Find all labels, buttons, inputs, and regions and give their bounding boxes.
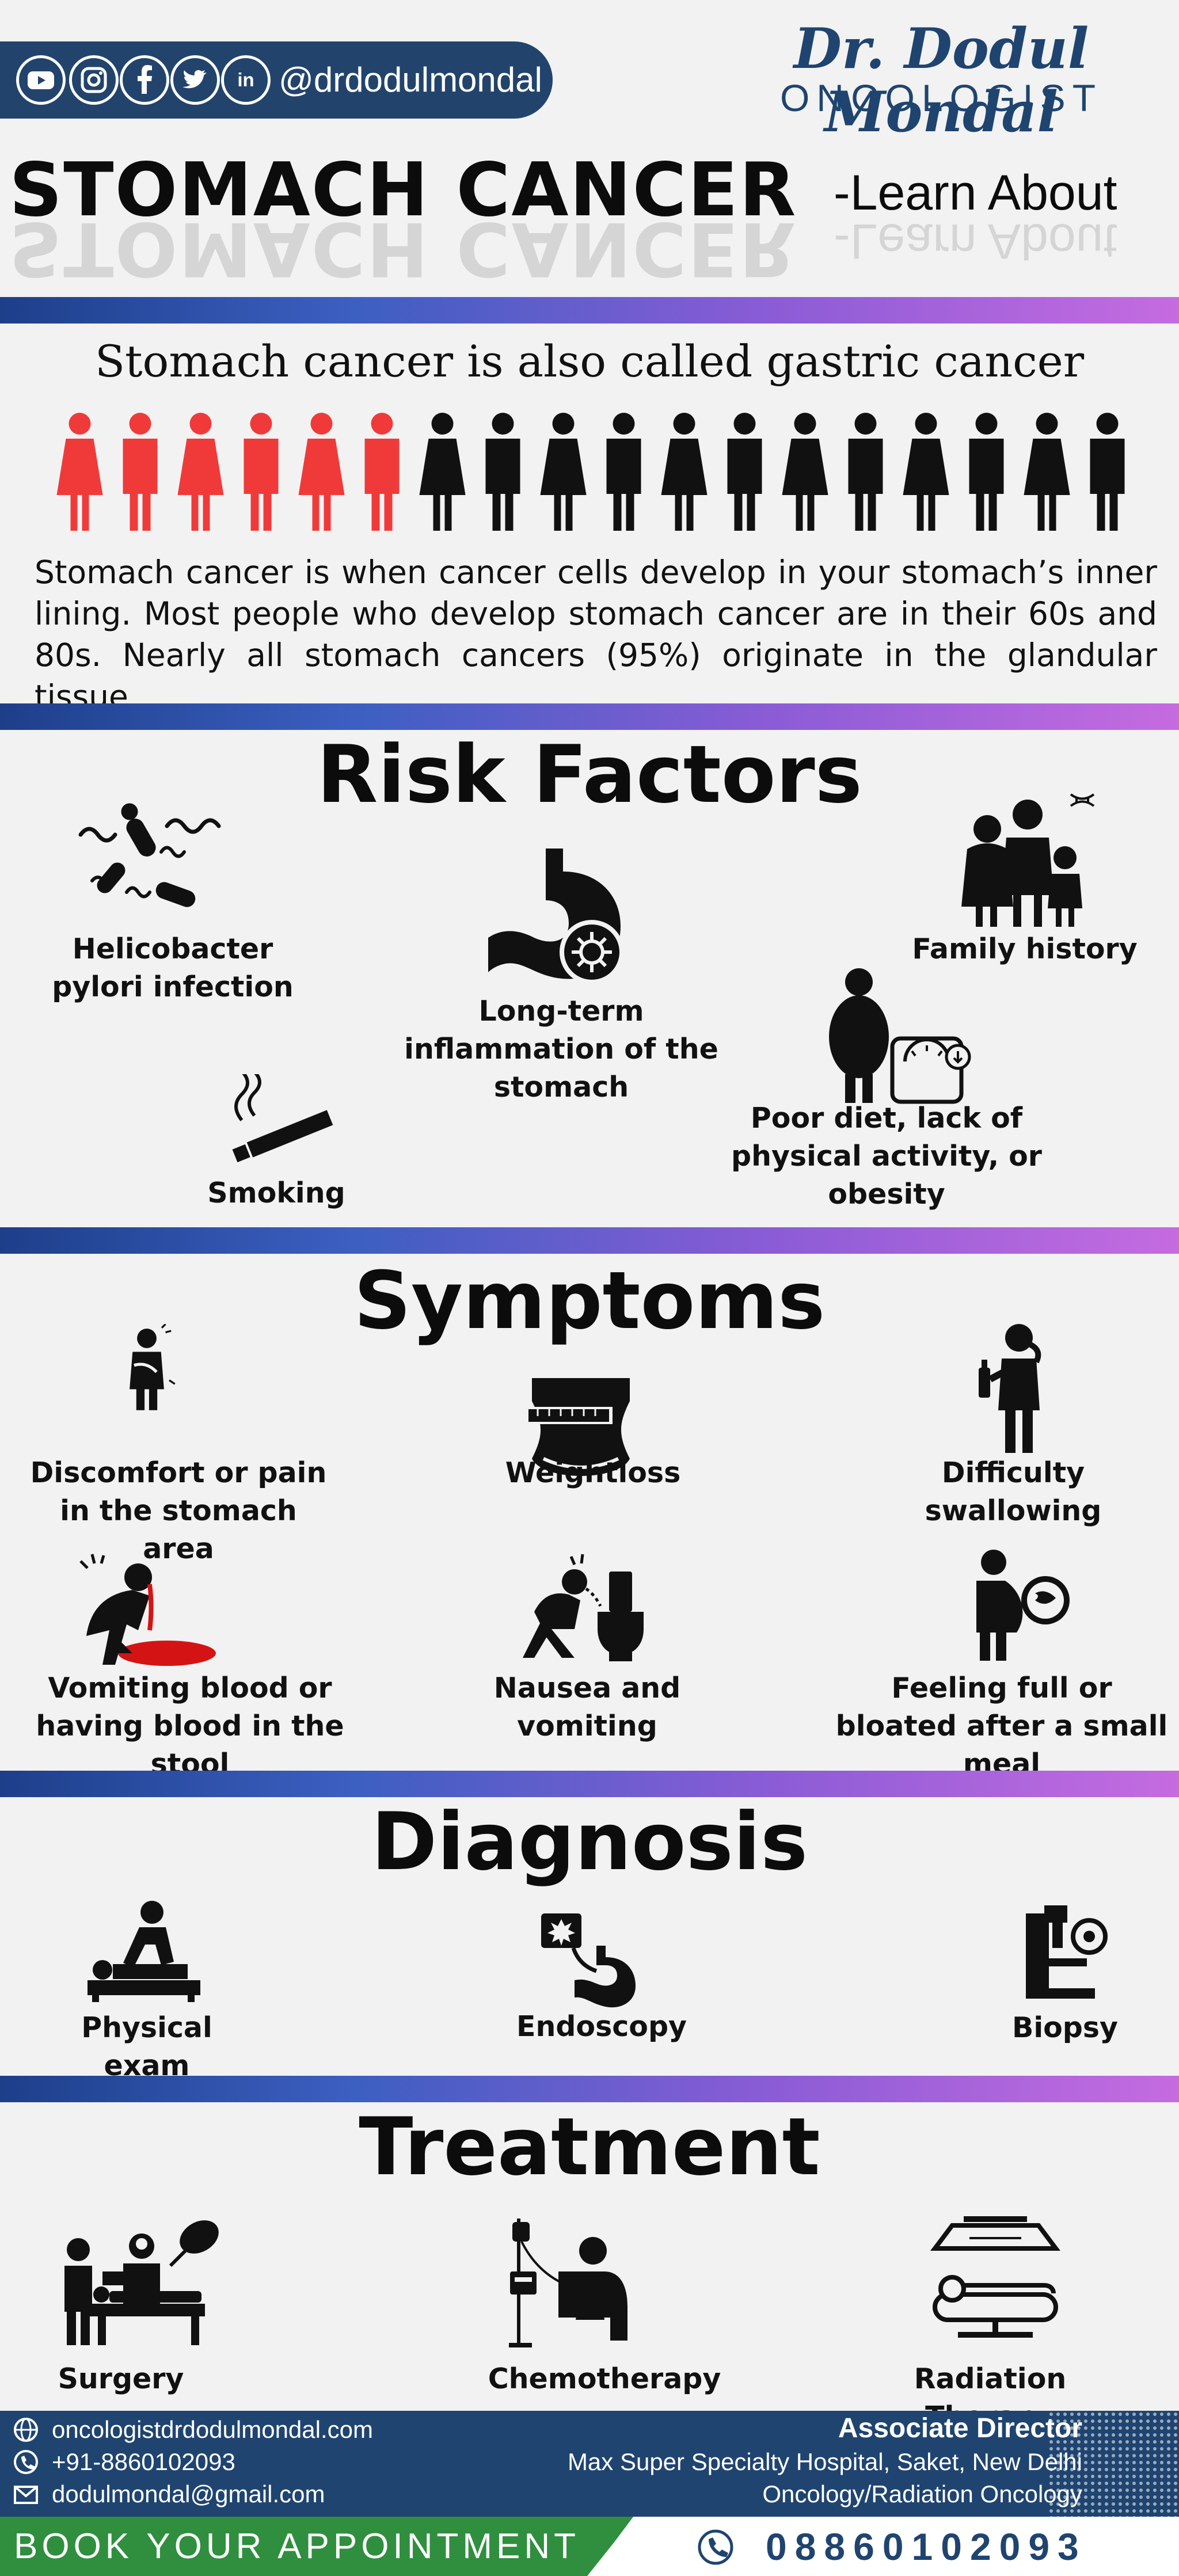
facebook-icon[interactable] — [120, 55, 169, 105]
person-male-icon — [244, 413, 279, 531]
page-subtitle: -Learn About — [834, 165, 1117, 220]
section-title-risk: Risk Factors — [317, 728, 862, 821]
person-male-icon — [969, 413, 1004, 531]
person-male-icon — [485, 413, 520, 531]
people-statistic — [56, 413, 1125, 531]
symptom-label: Feeling full or bloated after a small me… — [835, 1672, 1168, 1780]
footer-website[interactable]: oncologistdrdodulmondal.com — [52, 2416, 373, 2443]
person-female-icon — [177, 413, 224, 531]
risk-label: Helicobacter pylori infection — [52, 933, 294, 1003]
person-female-icon — [298, 413, 345, 531]
twitter-icon[interactable] — [170, 55, 220, 105]
symptom-label: Weightloss — [505, 1456, 681, 1489]
treatment-label: Chemotherapy — [488, 2362, 721, 2395]
social-handle[interactable]: @drdodulmondal — [279, 60, 542, 99]
youtube-icon[interactable] — [16, 55, 66, 105]
dot-pattern — [1048, 2411, 1179, 2517]
doctor-name: Dr. Dodul Mondal — [793, 16, 1089, 144]
section-title-diagnosis: Diagnosis — [371, 1795, 808, 1888]
divider-bar — [0, 1771, 1179, 1797]
person-male-icon — [727, 413, 762, 531]
footer-department: Oncology/Radiation Oncology — [762, 2480, 1082, 2507]
email-icon — [14, 2486, 38, 2504]
risk-label: Family history — [912, 933, 1138, 965]
radiation-machine-icon — [930, 2216, 1060, 2338]
symptom-label: Nausea and vomiting — [493, 1672, 681, 1742]
divider-bar — [0, 297, 1179, 324]
person-female-icon — [419, 413, 466, 531]
endoscopy-icon — [541, 1913, 636, 2008]
microscope-icon — [1026, 1905, 1108, 1999]
section-title-treatment: Treatment — [359, 2101, 820, 2193]
section-title-symptoms: Symptoms — [353, 1254, 826, 1347]
footer-role: Associate Director — [838, 2413, 1082, 2444]
person-female-icon — [903, 413, 949, 531]
risk-label: Smoking — [207, 1177, 345, 1209]
swallowing-icon — [979, 1324, 1041, 1453]
stomach-icon — [488, 848, 624, 984]
chemotherapy-icon — [509, 2219, 627, 2347]
vomiting-blood-icon — [79, 1554, 216, 1666]
risk-label: Poor diet, lack of physical activity, or… — [731, 1102, 1042, 1211]
physical-exam-icon — [88, 1901, 200, 2002]
symptom-label: Discomfort or pain in the stomach area — [30, 1456, 327, 1565]
instagram-icon[interactable] — [69, 55, 119, 105]
waist-measure-icon — [526, 1378, 630, 1476]
page-title-reflection: STOMACH CANCER — [9, 206, 797, 291]
person-female-icon — [1024, 413, 1070, 531]
person-female-icon — [782, 413, 828, 531]
cta-phone-box — [587, 2517, 1179, 2576]
intro-heading: Stomach cancer is also called gastric ca… — [94, 336, 1085, 387]
person-female-icon — [56, 413, 103, 531]
obesity-scale-icon — [829, 968, 971, 1104]
footer-hospital: Max Super Specialty Hospital, Saket, New… — [567, 2448, 1082, 2475]
page-title: STOMACH CANCER — [9, 147, 797, 233]
phone-icon — [14, 2450, 38, 2474]
diagnosis-label: Biopsy — [1012, 2011, 1118, 2044]
treatment-label: Surgery — [58, 2362, 184, 2395]
person-male-icon — [364, 413, 400, 531]
page-subtitle-reflection: -Learn About — [834, 214, 1117, 269]
intro-body: Stomach cancer is when cancer cells deve… — [35, 554, 1157, 715]
person-female-icon — [540, 413, 587, 531]
symptom-label: Vomiting blood or having blood in the st… — [36, 1672, 344, 1780]
stomach-pain-icon — [130, 1324, 176, 1410]
nausea-icon — [523, 1554, 644, 1661]
cta-phone-number[interactable]: 08860102093 — [766, 2525, 1087, 2568]
bacteria-icon — [78, 803, 221, 907]
footer-email[interactable]: dodulmondal@gmail.com — [52, 2480, 325, 2507]
cigarette-icon — [229, 1074, 333, 1166]
phone-call-icon — [698, 2529, 733, 2565]
person-male-icon — [606, 413, 641, 531]
diagnosis-label: Endoscopy — [516, 2010, 687, 2043]
person-female-icon — [661, 413, 708, 531]
surgery-icon — [64, 2220, 219, 2345]
divider-bar — [0, 2076, 1179, 2102]
linkedin-icon[interactable]: in — [221, 55, 271, 105]
family-icon — [961, 793, 1095, 927]
diagnosis-label: Physical exam — [81, 2011, 212, 2082]
divider-bar — [0, 703, 1179, 730]
book-appointment-button[interactable]: BOOK YOUR APPOINTMENT — [14, 2526, 580, 2566]
person-male-icon — [1090, 413, 1125, 531]
person-male-icon — [848, 413, 883, 531]
risk-label: Long-term inflammation of the stomach — [404, 995, 718, 1104]
svg-text:in: in — [237, 69, 254, 90]
book-appointment-banner[interactable] — [0, 2517, 633, 2576]
person-male-icon — [123, 413, 158, 531]
doctor-title: ONCOLOGIST — [779, 77, 1103, 119]
footer-phone[interactable]: +91-8860102093 — [52, 2448, 235, 2475]
symptom-label: Difficulty swallowing — [925, 1456, 1102, 1527]
footer — [0, 2411, 1179, 2517]
globe-icon — [14, 2418, 38, 2442]
bloated-icon — [976, 1550, 1070, 1661]
divider-bar — [0, 1227, 1179, 1254]
